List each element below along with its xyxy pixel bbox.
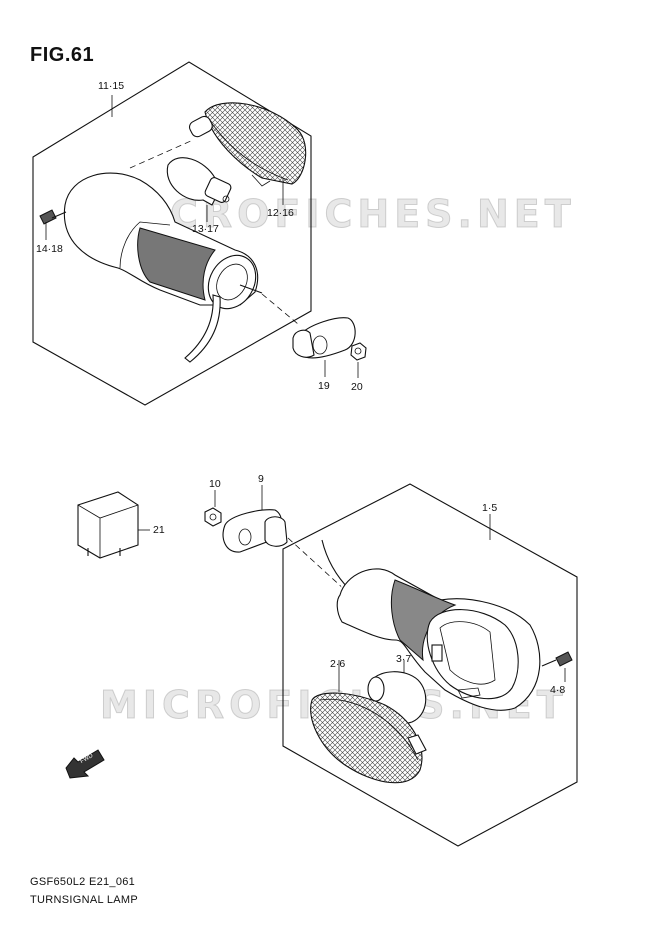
figure-title: FIG.61 <box>30 44 95 66</box>
rear-grommet <box>222 509 288 553</box>
relay <box>77 491 139 559</box>
rear-nut <box>204 507 222 527</box>
rear-lens <box>310 692 427 784</box>
rear-housing <box>321 539 541 711</box>
part-label-4-8: 4·8 <box>550 684 566 696</box>
front-lens <box>188 102 307 187</box>
part-label-20: 20 <box>351 381 363 393</box>
part-label-9: 9 <box>258 473 264 485</box>
front-assembly-frame <box>32 61 312 406</box>
part-label-13-17: 13·17 <box>192 223 219 235</box>
part-label-14-18: 14·18 <box>36 243 63 255</box>
part-label-3-7: 3·7 <box>396 653 412 665</box>
part-label-19: 19 <box>318 380 330 392</box>
part-label-1-5: 1·5 <box>482 502 498 514</box>
model-code: GSF650L2 E21_061 <box>30 876 136 888</box>
front-screw <box>39 209 67 225</box>
front-housing <box>63 172 263 363</box>
diagram-caption: TURNSIGNAL LAMP <box>30 894 139 906</box>
front-bulb <box>166 157 232 206</box>
part-label-2-6: 2·6 <box>330 658 346 670</box>
part-label-11-15: 11·15 <box>98 80 125 92</box>
rear-assembly-frame <box>282 483 578 847</box>
part-label-10: 10 <box>209 478 221 490</box>
front-nut <box>350 342 367 361</box>
fwd-arrow <box>65 749 105 779</box>
rear-screw <box>541 651 573 667</box>
part-label-12-16: 12·16 <box>267 207 294 219</box>
part-label-21: 21 <box>153 524 165 536</box>
front-grommet <box>292 317 356 359</box>
